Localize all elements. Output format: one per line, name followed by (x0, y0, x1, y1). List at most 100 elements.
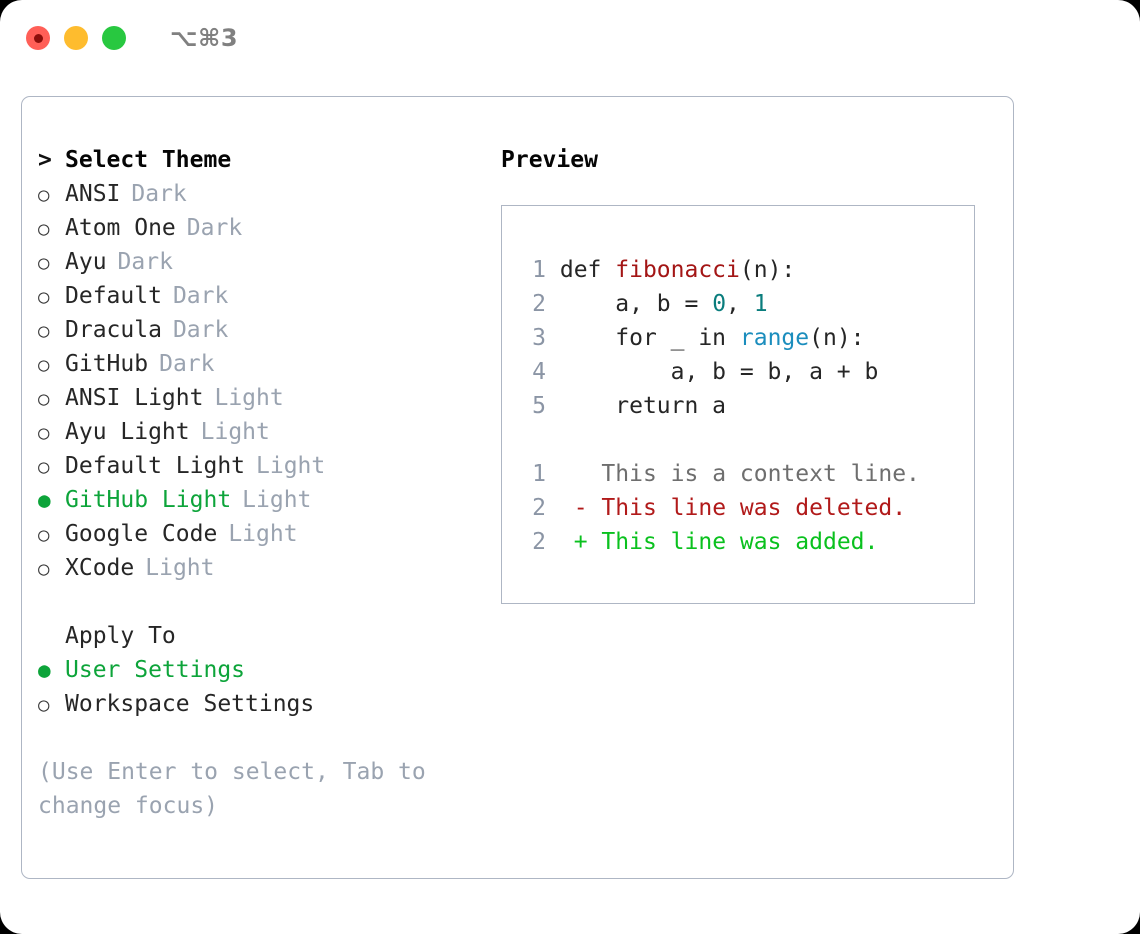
theme-variant-badge: Dark (186, 215, 243, 241)
list-spacer (38, 585, 488, 619)
radio-selected-icon[interactable]: ● (38, 488, 51, 512)
theme-name: Google Code (65, 521, 218, 547)
line-number: 1 (532, 257, 546, 283)
code-token-kw: def (559, 257, 616, 283)
theme-variant-badge: Light (256, 453, 326, 479)
blank-marker-icon: ○ (38, 620, 65, 654)
code-token-plain: a, b = (615, 291, 713, 317)
theme-name: GitHub (65, 351, 149, 377)
diff-sign-context (574, 461, 588, 487)
diff-text-added: This line was added. (601, 529, 879, 555)
radio-unselected-icon[interactable]: ○ (38, 320, 50, 342)
theme-variant-badge: Light (228, 521, 298, 547)
line-number: 1 (532, 461, 546, 487)
radio-unselected-icon[interactable]: ○ (38, 388, 50, 410)
code-line: 1 def fibonacci(n): (520, 253, 974, 287)
apply-to-label: User Settings (65, 657, 246, 683)
theme-name: ANSI Light (65, 385, 204, 411)
theme-list-item[interactable]: ○ Default Dark (38, 279, 488, 313)
apply-to-label: Workspace Settings (65, 691, 315, 717)
radio-unselected-icon[interactable]: ○ (38, 354, 50, 376)
theme-name: XCode (65, 555, 135, 581)
radio-unselected-icon[interactable]: ○ (38, 286, 50, 308)
close-light[interactable] (26, 26, 50, 50)
theme-name: GitHub Light (65, 487, 232, 513)
theme-variant-badge: Light (214, 385, 284, 411)
preview-column: Preview 1 def fibonacci(n):2 a, b = 0, 1… (501, 143, 981, 604)
apply-to-heading-row: ○ Apply To (38, 619, 488, 653)
apply-to-heading: Apply To (65, 623, 176, 649)
apply-to-option[interactable]: ● User Settings (38, 653, 488, 687)
diff-sign-added: + (573, 529, 588, 555)
diff-text-deleted: This line was deleted. (601, 495, 907, 521)
theme-list-item[interactable]: ○ Google Code Light (38, 517, 488, 551)
radio-unselected-icon[interactable]: ○ (38, 524, 50, 546)
theme-list-item[interactable]: ○ Default Light Light (38, 449, 488, 483)
theme-variant-badge: Dark (117, 249, 173, 275)
code-line: 2 a, b = 0, 1 (520, 287, 974, 321)
code-token-plain: , (726, 291, 754, 317)
theme-name: Default Light (65, 453, 246, 479)
radio-selected-icon[interactable]: ● (38, 658, 51, 682)
minimize-light[interactable] (64, 26, 88, 50)
code-token-call: range (739, 325, 810, 351)
theme-name: Atom One (65, 215, 176, 241)
radio-unselected-icon[interactable]: ○ (38, 422, 50, 444)
theme-variant-badge: Light (242, 487, 312, 513)
radio-unselected-icon[interactable]: ○ (38, 218, 50, 240)
theme-name: Ayu (65, 249, 107, 275)
code-token-kw: return a (615, 393, 727, 419)
code-token-plain: a, b = b, a + b (670, 359, 879, 385)
theme-name: Ayu Light (65, 419, 190, 445)
zoom-light[interactable] (102, 26, 126, 50)
theme-list-item[interactable]: ○ XCode Light (38, 551, 488, 585)
theme-list-item[interactable]: ○ Atom One Dark (38, 211, 488, 245)
line-number: 3 (532, 325, 546, 351)
theme-name: Dracula (65, 317, 162, 343)
radio-unselected-icon[interactable]: ○ (38, 456, 50, 478)
radio-unselected-icon[interactable]: ○ (38, 694, 50, 716)
code-line: 4 a, b = b, a + b (520, 355, 974, 389)
diff-line: 1 This is a context line. (520, 457, 974, 491)
code-line: 5 return a (520, 389, 974, 423)
theme-list-item[interactable]: ○ Ayu Dark (38, 245, 488, 279)
diff-line: 2 + This line was added. (520, 525, 974, 559)
theme-list-item[interactable]: ○ Dracula Dark (38, 313, 488, 347)
theme-variant-badge: Light (145, 555, 215, 581)
apply-to-option[interactable]: ○ Workspace Settings (38, 687, 488, 721)
theme-name: Default (65, 283, 162, 309)
select-theme-label: Select Theme (65, 147, 232, 173)
code-token-plain: (n): (809, 325, 865, 351)
radio-unselected-icon[interactable]: ○ (38, 252, 50, 274)
theme-name: ANSI (65, 181, 121, 207)
traffic-lights (26, 26, 126, 50)
code-token-plain: (n): (739, 257, 796, 283)
line-number: 2 (532, 529, 546, 555)
theme-variant-badge: Dark (159, 351, 215, 377)
line-number: 5 (532, 393, 546, 419)
select-theme-header: > Select Theme (38, 143, 488, 177)
caret-icon: > (38, 147, 52, 173)
radio-unselected-icon[interactable]: ○ (38, 184, 50, 206)
theme-list-item[interactable]: ○ GitHub Dark (38, 347, 488, 381)
theme-variant-badge: Dark (172, 283, 229, 309)
line-number: 4 (532, 359, 546, 385)
radio-unselected-icon[interactable]: ○ (38, 558, 50, 580)
apply-to-list[interactable]: ● User Settings ○ Workspace Settings (38, 653, 488, 721)
code-token-num: 0 (712, 291, 727, 317)
keyboard-shortcut-label: ⌥⌘3 (170, 24, 239, 52)
theme-list-item[interactable]: ○ ANSI Light Light (38, 381, 488, 415)
diff-sample: 1 This is a context line.2 - This line w… (520, 457, 974, 559)
keyboard-hint: (Use Enter to select, Tab to change focu… (38, 759, 426, 819)
diff-line: 2 - This line was deleted. (520, 491, 974, 525)
theme-variant-badge: Dark (172, 317, 229, 343)
theme-list-item[interactable]: ● GitHub Light Light (38, 483, 488, 517)
diff-sign-deleted: - (573, 495, 588, 521)
